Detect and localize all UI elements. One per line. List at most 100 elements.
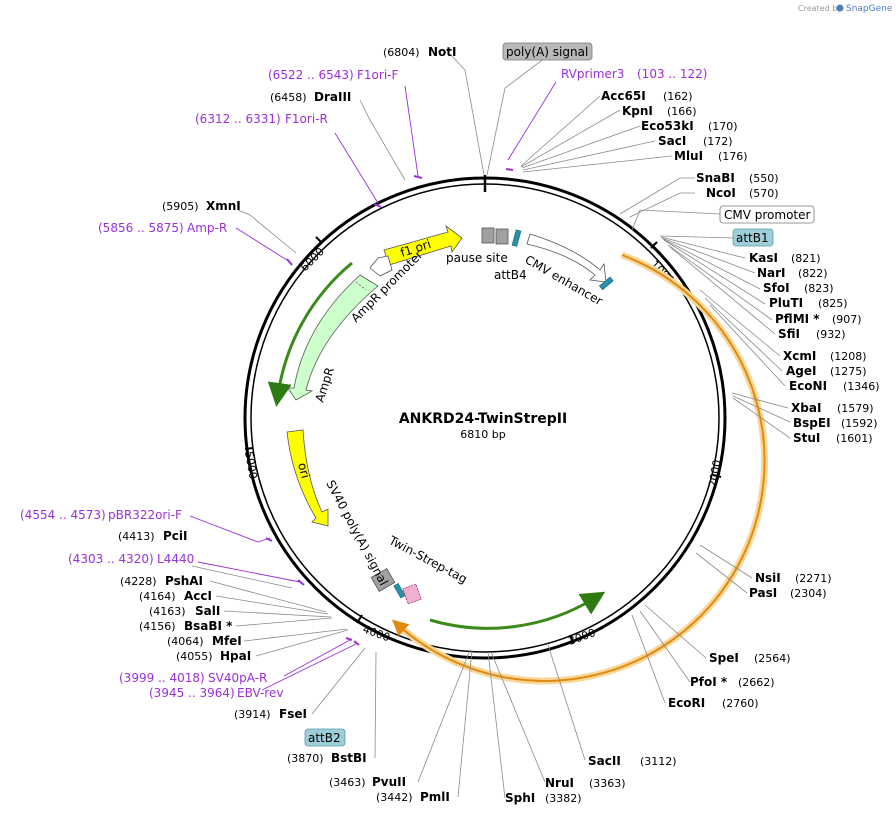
enzyme-bspei: BspEI	[793, 416, 831, 430]
twin-strep-tag-box	[402, 583, 422, 605]
credit-brand: SnapGene	[846, 4, 893, 14]
primer-leaders	[189, 81, 557, 691]
enzyme-pos-pfoi: (2662)	[738, 676, 775, 689]
enzyme-pos-agei: (1275)	[830, 365, 867, 378]
enzyme-pos-pvuii: (3463)	[329, 776, 366, 789]
primer-range-pbr322ori-f: (4554 .. 4573)	[20, 508, 106, 522]
enzyme-pos-pmli: (3442)	[376, 791, 413, 804]
enzyme-pos-nsii: (2271)	[795, 572, 832, 585]
enzyme-xcmi: XcmI	[783, 349, 816, 363]
polya-box-small	[495, 228, 509, 245]
enzyme-acci: AccI	[184, 589, 212, 603]
enzyme-sali: SalI	[195, 604, 220, 618]
attb1-marker	[598, 276, 614, 291]
enzyme-spei: SpeI	[709, 651, 739, 665]
enzyme-agei: AgeI	[786, 364, 816, 378]
enzyme-pos-xbai: (1579)	[837, 402, 874, 415]
enzyme-nsii: NsiI	[755, 571, 781, 585]
enzyme-pos-bstbi: (3870)	[287, 752, 324, 765]
pause-site-label: pause site	[446, 251, 508, 265]
cmv-enhancer-arrow	[526, 233, 607, 283]
enzyme-xmni: XmnI	[206, 199, 241, 213]
enzyme-pshai: PshAI	[165, 574, 203, 588]
enzyme-pvuii: PvuII	[372, 775, 406, 789]
enzyme-pos-snabi: (550)	[749, 172, 779, 185]
enzyme-acc65i: Acc65I	[601, 89, 646, 103]
enzyme-stui: StuI	[793, 431, 820, 445]
enzyme-pos-sacii: (3112)	[640, 755, 677, 768]
enzyme-pos-acci: (4164)	[139, 590, 176, 603]
enzyme-pflmi: PflMI *	[775, 312, 820, 326]
enzyme-bstbi: BstBI	[331, 751, 367, 765]
enzyme-pos-bsabi: (4156)	[139, 620, 176, 633]
primer-f1ori-r: F1ori-R	[285, 112, 328, 126]
plasmid-name: ANKRD24-TwinStrepII	[399, 411, 567, 427]
enzyme-leaders	[191, 55, 791, 799]
ori-arrow	[286, 429, 329, 527]
primer-range-l4440: (4303 .. 4320)	[68, 552, 154, 566]
enzyme-pos-nrui: (3363)	[589, 777, 626, 790]
enzyme-pasi: PasI	[749, 586, 777, 600]
tick-label-2000: 2000	[706, 459, 724, 489]
enzyme-kasi: KasI	[749, 251, 778, 265]
primer-range-rvprimer3: (103 .. 122)	[637, 67, 707, 81]
enzyme-pos-xmni: (5905)	[162, 200, 199, 213]
orf-arc	[392, 254, 766, 682]
enzyme-xbai: XbaI	[791, 401, 821, 415]
enzyme-draiii: DraIII	[314, 90, 351, 104]
enzyme-sfoi: SfoI	[763, 281, 790, 295]
enzyme-pos-hpai: (4055)	[176, 650, 213, 663]
enzyme-pos-sali: (4163)	[149, 605, 186, 618]
enzyme-pos-nari: (822)	[798, 267, 828, 280]
ampr-label: AmpR	[313, 365, 337, 403]
enzyme-noti: NotI	[428, 45, 457, 59]
primer-l4440: L4440	[157, 552, 194, 566]
enzyme-mlui: MluI	[674, 149, 703, 163]
enzyme-pfoi: PfoI *	[690, 675, 728, 689]
plasmid-size: 6810 bp	[460, 428, 505, 441]
enzyme-snabi: SnaBI	[696, 171, 735, 185]
attb2-box	[304, 728, 346, 747]
enzyme-pos-acc65i: (162)	[663, 90, 693, 103]
f1-ori-arrow	[383, 224, 463, 266]
enzyme-pos-sphi: (3382)	[545, 792, 582, 805]
enzyme-pos-pcii: (4413)	[118, 530, 155, 543]
primer-rvprimer3: RVprimer3	[561, 67, 624, 81]
ampr-outer-arrow	[267, 261, 353, 407]
enzyme-kpni: KpnI	[622, 104, 653, 118]
enzyme-pos-pasi: (2304)	[790, 587, 827, 600]
snapgene-logo-icon	[836, 4, 844, 12]
sv40-polya-label: SV40 poly(A) signal	[323, 478, 390, 588]
primer-f1ori-f: F1ori-F	[357, 68, 398, 82]
enzyme-pos-pshai: (4228)	[120, 575, 157, 588]
enzyme-ncoi: NcoI	[706, 186, 736, 200]
attb1-label: attB1	[736, 231, 769, 245]
polya-signal-box	[502, 42, 593, 61]
enzyme-bsabi: BsaBI *	[184, 619, 233, 633]
cmv-promoter-box	[719, 205, 815, 224]
credit-text: Created by	[798, 4, 842, 13]
enzyme-pos-noti: (6804)	[383, 46, 420, 59]
enzyme-pos-kasi: (821)	[791, 252, 821, 265]
enzyme-pos-ecori: (2760)	[722, 697, 759, 710]
enzyme-pos-draiii: (6458)	[270, 91, 307, 104]
primer-amp-r: Amp-R	[187, 221, 227, 235]
twin-strep-marker	[393, 583, 406, 599]
enzyme-pos-kpni: (166)	[667, 105, 697, 118]
primer-ebv-rev: EBV-rev	[237, 686, 283, 700]
primer-pbr322ori-f: pBR322ori-F	[108, 508, 182, 522]
primer-range-ebv-rev: (3945 .. 3964)	[149, 686, 235, 700]
enzyme-econi: EcoNI	[789, 379, 827, 393]
enzyme-pcii: PciI	[163, 529, 188, 543]
enzyme-eco53ki: Eco53kI	[641, 119, 694, 133]
pause-site-box	[481, 227, 495, 244]
enzyme-ecori: EcoRI	[668, 696, 705, 710]
attb4-label: attB4	[494, 268, 527, 282]
attb1-box	[732, 228, 774, 247]
enzyme-nari: NarI	[757, 266, 786, 280]
enzyme-pos-spei: (2564)	[754, 652, 791, 665]
enzyme-pos-econi: (1346)	[843, 380, 880, 393]
tick-label-3000: 3000	[567, 626, 598, 648]
tick-label-5000: 5000	[242, 450, 260, 480]
